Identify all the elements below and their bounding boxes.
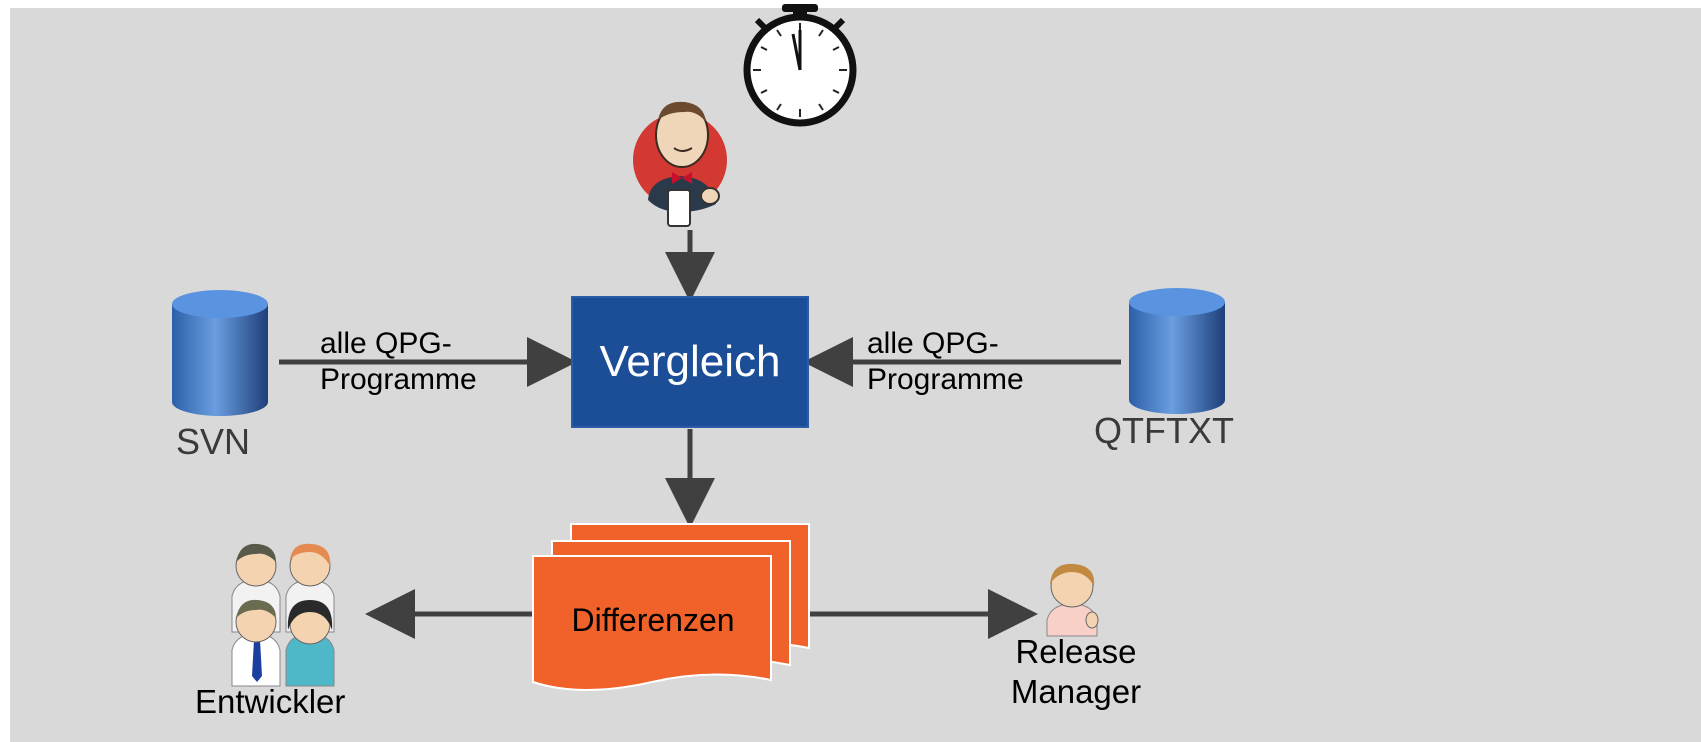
connector-arrows (279, 230, 1121, 639)
svn-database-icon (172, 290, 268, 416)
svn-edge-label-line1: alle QPG- (320, 327, 452, 360)
qtftxt-database-icon (1129, 288, 1225, 414)
svn-edge-label: alle QPG- Programme (320, 326, 477, 398)
svn-label: SVN (176, 421, 251, 462)
differenzen-label: Differenzen (571, 602, 735, 638)
qtftxt-edge-label-line1: alle QPG- (867, 327, 999, 360)
developer-group-icon (231, 543, 335, 687)
release-manager-label-line1: Release (1015, 633, 1137, 670)
release-manager-icon (1046, 563, 1099, 637)
svn-edge-label-line2: Programme (320, 363, 477, 396)
qtftxt-label: QTFTXT (1094, 410, 1234, 451)
vergleich-process-box: Vergleich (571, 296, 809, 428)
release-manager-label-line2: Manager (1010, 673, 1142, 710)
differenzen-document-stack (532, 523, 810, 691)
vergleich-label: Vergleich (599, 337, 781, 386)
jenkins-butler-icon (633, 101, 727, 227)
qtftxt-edge-label: alle QPG- Programme (867, 326, 1024, 398)
qtftxt-edge-label-line2: Programme (867, 363, 1024, 396)
release-manager-label: Release Manager (996, 632, 1156, 712)
entwickler-label: Entwickler (195, 683, 346, 720)
stopwatch-icon (743, 4, 857, 127)
